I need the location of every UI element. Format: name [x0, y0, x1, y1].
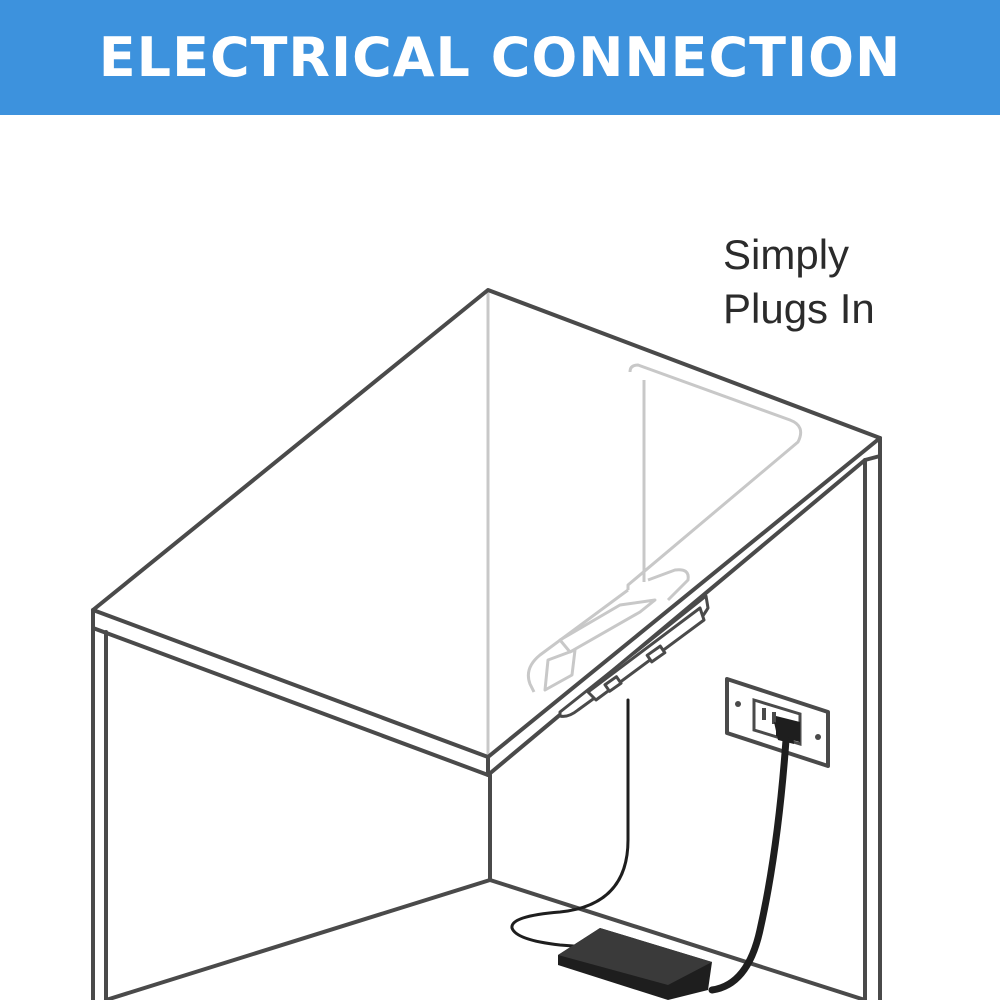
callout-line-2: Plugs In — [723, 285, 875, 332]
power-cord — [708, 736, 790, 994]
callout-text: Simply Plugs In — [723, 228, 875, 336]
page-title: ELECTRICAL CONNECTION — [98, 26, 902, 89]
cabinet-outline — [91, 288, 882, 1000]
cabinet-hidden-edges — [486, 290, 803, 756]
power-adapter-icon — [558, 928, 712, 1000]
header-banner: ELECTRICAL CONNECTION — [0, 0, 1000, 115]
callout-line-1: Simply — [723, 231, 850, 278]
power-hub-icon — [558, 594, 710, 718]
hub-cable — [510, 698, 630, 950]
